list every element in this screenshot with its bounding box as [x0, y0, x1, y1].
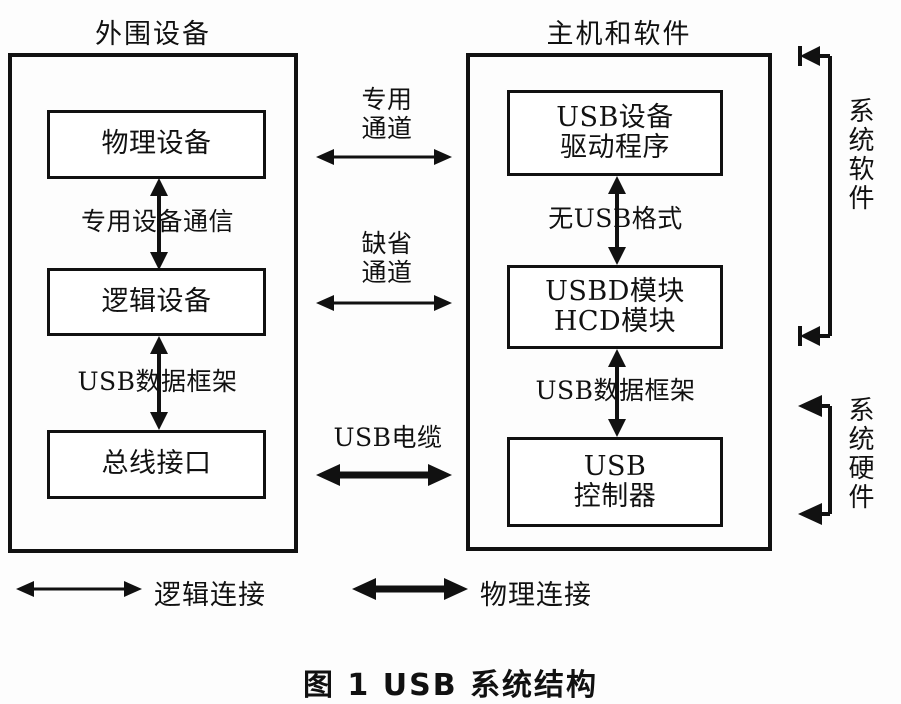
legend-physical-connection-label: 物理连接	[480, 580, 592, 611]
box-usbd-hcd-module-line-2: HCD模块	[553, 306, 677, 337]
connector-no-usb-format-label: 无USB格式	[548, 204, 683, 233]
box-usb-controller-line-1: USB	[583, 450, 647, 482]
bracket-system-software	[798, 46, 832, 346]
bracket-system-hardware-label: 系统硬件	[844, 396, 874, 512]
box-physical-device: 物理设备	[47, 110, 266, 179]
channel-default-channel-arrow	[316, 295, 452, 311]
channel-default-channel-line-1: 缺省	[361, 229, 413, 258]
channel-special-channel-line-2: 通道	[361, 113, 413, 143]
legend-physical-connection-arrow	[352, 578, 468, 600]
box-usb-controller: USB 控制器	[507, 437, 723, 527]
connector-usb-data-frame-left-label: USB数据框架	[77, 367, 238, 396]
box-bus-interface: 总线接口	[47, 430, 266, 499]
connector-usb-data-frame-right-arrow	[608, 349, 626, 437]
box-usb-device-driver-line-1: USB设备	[556, 101, 674, 133]
box-physical-device-line-1: 物理设备	[101, 128, 212, 160]
channel-special-channel-line-1: 专用	[361, 85, 413, 114]
peripheral-device-panel	[8, 53, 298, 553]
box-usbd-hcd-module: USBD模块 HCD模块	[507, 265, 723, 349]
left-panel-title: 外围设备	[95, 19, 211, 50]
channel-default-channel-label: 缺省 通道	[312, 229, 462, 288]
channel-special-channel-label: 专用 通道	[312, 85, 462, 144]
connector-usb-data-frame-left-arrow	[150, 336, 168, 430]
host-and-software-panel	[466, 53, 772, 551]
channel-default-channel-line-2: 通道	[361, 257, 413, 287]
connector-usb-data-frame-right-label: USB数据框架	[535, 376, 696, 405]
box-usb-device-driver: USB设备 驱动程序	[507, 90, 723, 176]
connector-special-device-comm-label: 专用设备通信	[80, 207, 234, 236]
box-logical-device: 逻辑设备	[47, 268, 266, 336]
legend-logical-connection-label: 逻辑连接	[154, 580, 266, 611]
channel-usb-cable-arrow	[316, 464, 452, 486]
box-logical-device-line-1: 逻辑设备	[101, 285, 212, 317]
connector-no-usb-format-arrow	[608, 176, 626, 265]
box-bus-interface-line-1: 总线接口	[101, 448, 212, 480]
box-usb-device-driver-line-2: 驱动程序	[560, 132, 670, 163]
right-panel-title: 主机和软件	[546, 19, 692, 50]
bracket-system-hardware	[798, 395, 832, 525]
legend-logical-connection-arrow	[16, 581, 142, 597]
box-usbd-hcd-module-line-1: USBD模块	[545, 275, 685, 307]
box-usb-controller-line-2: 控制器	[573, 481, 657, 512]
channel-usb-cable-label: USB电缆	[308, 423, 468, 453]
channel-usb-cable-line-1: USB电缆	[333, 423, 443, 452]
connector-special-device-comm-arrow	[150, 178, 168, 270]
bracket-system-software-label: 系统软件	[844, 97, 874, 213]
figure-caption: 图 1 USB 系统结构	[302, 668, 599, 703]
channel-special-channel-arrow	[316, 149, 452, 165]
